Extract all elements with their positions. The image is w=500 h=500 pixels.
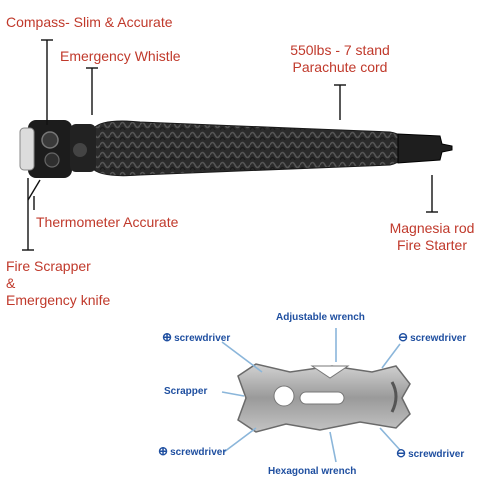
plus-icon: ⊕ xyxy=(158,444,169,458)
fire-scrapper-label: Fire Scrapper & Emergency knife xyxy=(6,258,110,309)
fire-scrapper-line1: Fire Scrapper xyxy=(6,258,91,274)
compass-label: Compass- Slim & Accurate xyxy=(6,14,173,30)
magnesia-rod-line1: Magnesia rod xyxy=(389,220,475,236)
thermometer-dial xyxy=(44,152,60,168)
plus-screwdriver-bottom-label: ⊕screwdriver xyxy=(158,444,226,458)
plus-icon: ⊕ xyxy=(162,330,173,344)
minus-screwdriver-top-label: ⊖screwdriver xyxy=(398,330,466,344)
buckle-clip xyxy=(397,133,453,164)
plus-screwdriver-top-text: screwdriver xyxy=(174,333,231,344)
compass-buckle xyxy=(28,120,72,178)
compass-dial xyxy=(41,131,59,149)
magnesia-rod-label: Magnesia rod Fire Starter xyxy=(372,220,492,254)
minus-screwdriver-bottom-text: screwdriver xyxy=(408,449,465,460)
fire-scrapper-line2: & xyxy=(6,275,16,291)
fire-scrapper-line3: Emergency knife xyxy=(6,292,111,308)
minus-icon: ⊖ xyxy=(398,330,409,344)
hexagonal-wrench-label: Hexagonal wrench xyxy=(268,466,357,477)
parachute-cord-label: 550lbs - 7 stand Parachute cord xyxy=(278,42,402,76)
bracelet-leader-lines xyxy=(22,39,438,251)
plus-screwdriver-bottom-text: screwdriver xyxy=(170,447,227,458)
thermometer-label: Thermometer Accurate xyxy=(36,214,179,230)
plus-screwdriver-top-label: ⊕screwdriver xyxy=(162,330,230,344)
magnesia-rod-line2: Fire Starter xyxy=(396,237,467,253)
tool-arrows xyxy=(221,328,401,463)
paracord-bracelet xyxy=(19,120,453,178)
adjustable-wrench-label: Adjustable wrench xyxy=(276,312,365,323)
minus-screwdriver-top-text: screwdriver xyxy=(410,333,467,344)
parachute-cord-line1: 550lbs - 7 stand xyxy=(290,42,390,58)
minus-screwdriver-bottom-label: ⊖screwdriver xyxy=(396,446,464,460)
paracord-weave xyxy=(91,120,406,177)
multi-tool xyxy=(237,363,411,433)
hex-wrench-cutout xyxy=(299,391,345,405)
scrapper-label: Scrapper xyxy=(164,386,208,397)
minus-icon: ⊖ xyxy=(396,446,407,460)
whistle-label: Emergency Whistle xyxy=(60,48,181,64)
parachute-cord-line2: Parachute cord xyxy=(292,59,388,75)
